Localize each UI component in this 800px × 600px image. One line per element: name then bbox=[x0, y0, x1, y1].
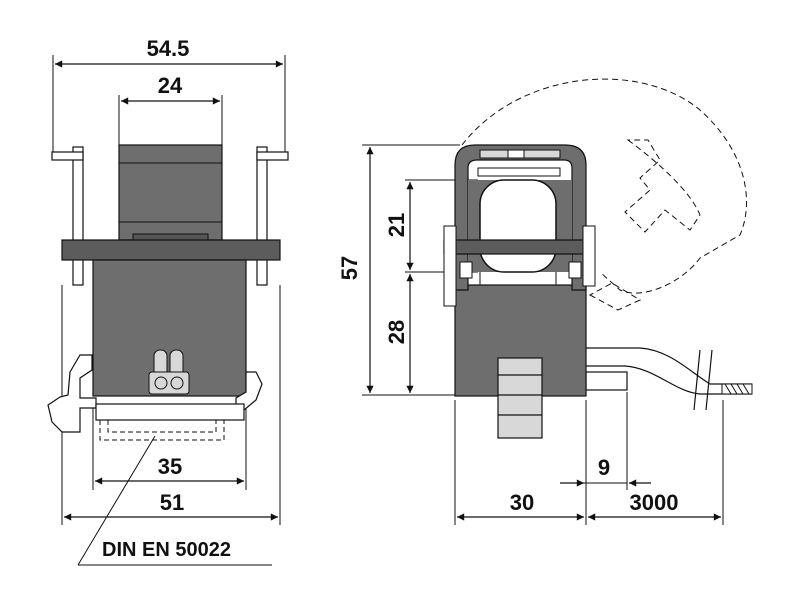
side-clip-left bbox=[51, 146, 84, 286]
dim-rail-outer: 51 bbox=[160, 490, 184, 515]
dim-rail-inner: 35 bbox=[158, 454, 182, 479]
side-din-clip bbox=[497, 357, 543, 439]
dim-cable-offset: 9 bbox=[598, 455, 610, 480]
conductor-opening bbox=[479, 179, 557, 273]
cable bbox=[585, 347, 753, 411]
dim-cable-length: 3000 bbox=[630, 490, 679, 515]
din-rail bbox=[95, 403, 245, 441]
side-clip-right bbox=[256, 146, 289, 286]
dim-total-width: 54.5 bbox=[147, 36, 190, 61]
dim-lower-height: 28 bbox=[384, 320, 409, 344]
din-standard-label: DIN EN 50022 bbox=[102, 539, 231, 561]
dim-height-total: 57 bbox=[337, 256, 362, 280]
mounting-flange bbox=[61, 239, 281, 261]
open-clamp-outline bbox=[461, 78, 747, 294]
dim-body-width: 30 bbox=[510, 490, 534, 515]
front-view: 54.5 24 35 51 bbox=[47, 36, 289, 566]
top-clamp bbox=[118, 144, 223, 241]
dim-opening-height: 21 bbox=[384, 213, 409, 237]
din-latch-left bbox=[47, 354, 97, 433]
din-leader-line bbox=[77, 435, 156, 566]
dim-top-width: 24 bbox=[158, 73, 183, 98]
side-view: 57 21 28 18 9 30 3000 bbox=[337, 78, 753, 525]
terminal-screws bbox=[148, 349, 190, 395]
